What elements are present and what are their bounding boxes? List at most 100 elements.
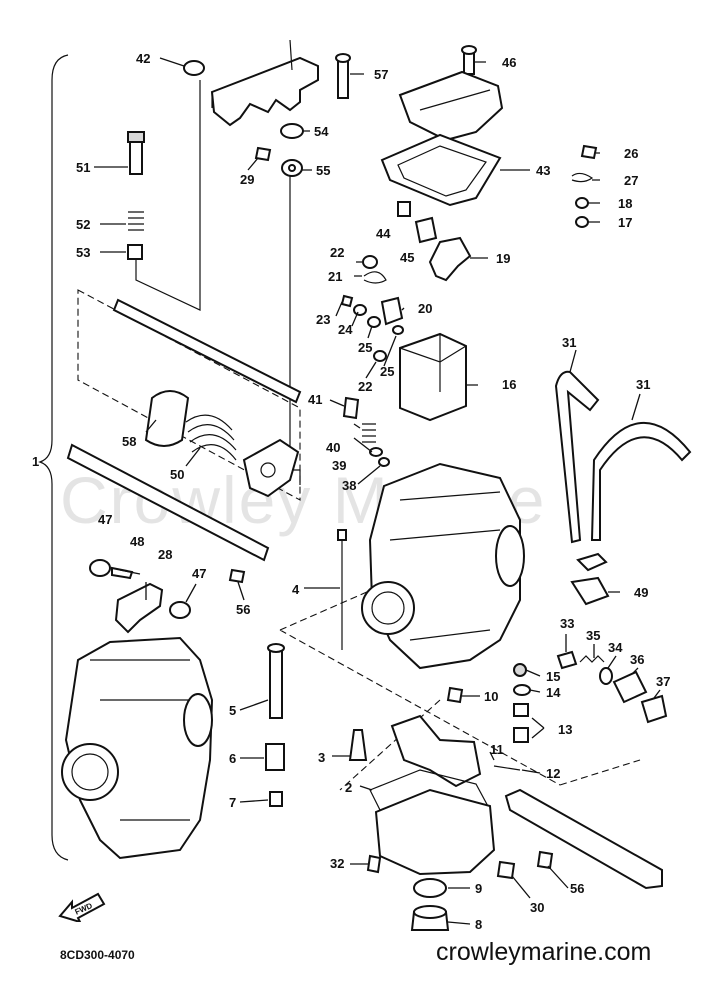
part-35-spring — [579, 655, 605, 663]
part-22-ring-b — [373, 350, 387, 362]
part-57-bolt — [335, 53, 351, 99]
label-58: 58 — [122, 434, 136, 449]
label-27: 27 — [624, 173, 638, 188]
label-18: 18 — [618, 196, 632, 211]
part-8-plug — [410, 905, 450, 931]
label-23: 23 — [316, 312, 330, 327]
label-29: 29 — [240, 172, 254, 187]
part-33-cap — [556, 650, 578, 670]
part-25-ring-b — [392, 325, 404, 335]
label-9: 9 — [475, 881, 482, 896]
label-39: 39 — [332, 458, 346, 473]
part-51-throttle-screw — [127, 131, 145, 175]
label-56a: 56 — [236, 602, 250, 617]
label-50: 50 — [170, 467, 184, 482]
label-4: 4 — [292, 582, 300, 597]
part-3-float-valve — [348, 729, 368, 761]
part-25-ring-a — [367, 316, 381, 328]
part-44-screw — [397, 201, 411, 217]
part-plate-49 — [576, 552, 608, 572]
part-cover-top — [398, 70, 504, 142]
part-19-lever — [428, 236, 472, 282]
label-47a: 47 — [98, 512, 112, 527]
label-6: 6 — [229, 751, 236, 766]
label-43: 43 — [536, 163, 550, 178]
leader-lines — [94, 57, 661, 925]
label-51: 51 — [76, 160, 90, 175]
part-41-screw — [342, 396, 360, 420]
label-38: 38 — [342, 478, 356, 493]
part-52-spring — [128, 211, 144, 231]
label-8: 8 — [475, 917, 482, 932]
part-31-hose-b — [590, 422, 692, 541]
part-48-screw — [111, 566, 134, 580]
part-shaft — [112, 298, 302, 404]
part-22-ring-a — [362, 255, 378, 269]
part-29-screw — [254, 146, 272, 162]
part-bracket-right — [504, 788, 663, 890]
part-47-washer-b — [169, 601, 191, 619]
part-46-screw — [461, 45, 477, 75]
part-16-diaphragm-box — [399, 332, 467, 422]
label-5: 5 — [229, 703, 236, 718]
label-21: 21 — [328, 269, 342, 284]
label-20: 20 — [418, 301, 432, 316]
label-10: 10 — [484, 689, 498, 704]
part-34-ring — [599, 667, 613, 685]
part-20-valve — [380, 296, 404, 326]
label-46: 46 — [502, 55, 516, 70]
part-37-cap — [640, 694, 668, 724]
dashed-outline-right — [279, 559, 641, 791]
fwd-arrow-icon: FWD — [58, 892, 106, 922]
part-14-ring — [513, 684, 531, 696]
part-40-spring — [362, 423, 376, 443]
label-48: 48 — [130, 534, 144, 549]
label-56b: 56 — [570, 881, 584, 896]
part-12-pin — [493, 765, 521, 771]
part-54-nut — [280, 123, 304, 139]
part-17-washer — [575, 216, 589, 228]
label-37: 37 — [656, 674, 670, 689]
part-30-drain — [496, 860, 516, 880]
label-54: 54 — [314, 124, 329, 139]
label-12: 12 — [546, 766, 560, 781]
label-1: 1 — [32, 454, 39, 469]
label-47b: 47 — [192, 566, 206, 581]
part-11-float — [390, 714, 482, 788]
part-linkage-bar — [66, 443, 270, 562]
label-49: 49 — [634, 585, 648, 600]
website-text: crowleymarine.com — [436, 938, 652, 966]
right-carburetor-body — [361, 462, 525, 670]
part-13-jets — [513, 703, 529, 743]
label-14: 14 — [546, 685, 561, 700]
part-45-cap — [414, 216, 438, 244]
label-42: 42 — [136, 51, 150, 66]
part-26-screw — [580, 144, 598, 160]
label-36: 36 — [630, 652, 644, 667]
label-15: 15 — [546, 669, 560, 684]
label-26: 26 — [624, 146, 638, 161]
part-27-clip — [571, 172, 594, 183]
part-32-screw — [366, 854, 382, 874]
assembly-bracket — [38, 54, 69, 861]
part-float-chamber — [374, 788, 496, 876]
drawing-code: 8CD300-4070 — [60, 948, 135, 962]
part-47-washer-a — [89, 559, 111, 577]
label-40: 40 — [326, 440, 340, 455]
part-58-piston-valve — [144, 390, 190, 447]
label-7: 7 — [229, 795, 236, 810]
part-6-holder — [265, 743, 285, 771]
part-7-jet — [269, 791, 283, 807]
part-55-nut — [281, 159, 303, 177]
label-22b: 22 — [358, 379, 372, 394]
part-50-spring — [185, 414, 237, 461]
part-49-clamp — [570, 576, 610, 606]
label-33: 33 — [560, 616, 574, 631]
dashed-outline-left — [77, 289, 301, 501]
label-2: 2 — [345, 780, 352, 795]
part-53-holder — [127, 244, 143, 260]
label-45: 45 — [400, 250, 414, 265]
label-16: 16 — [502, 377, 516, 392]
part-56-screw-a — [228, 568, 246, 584]
label-32: 32 — [330, 856, 344, 871]
